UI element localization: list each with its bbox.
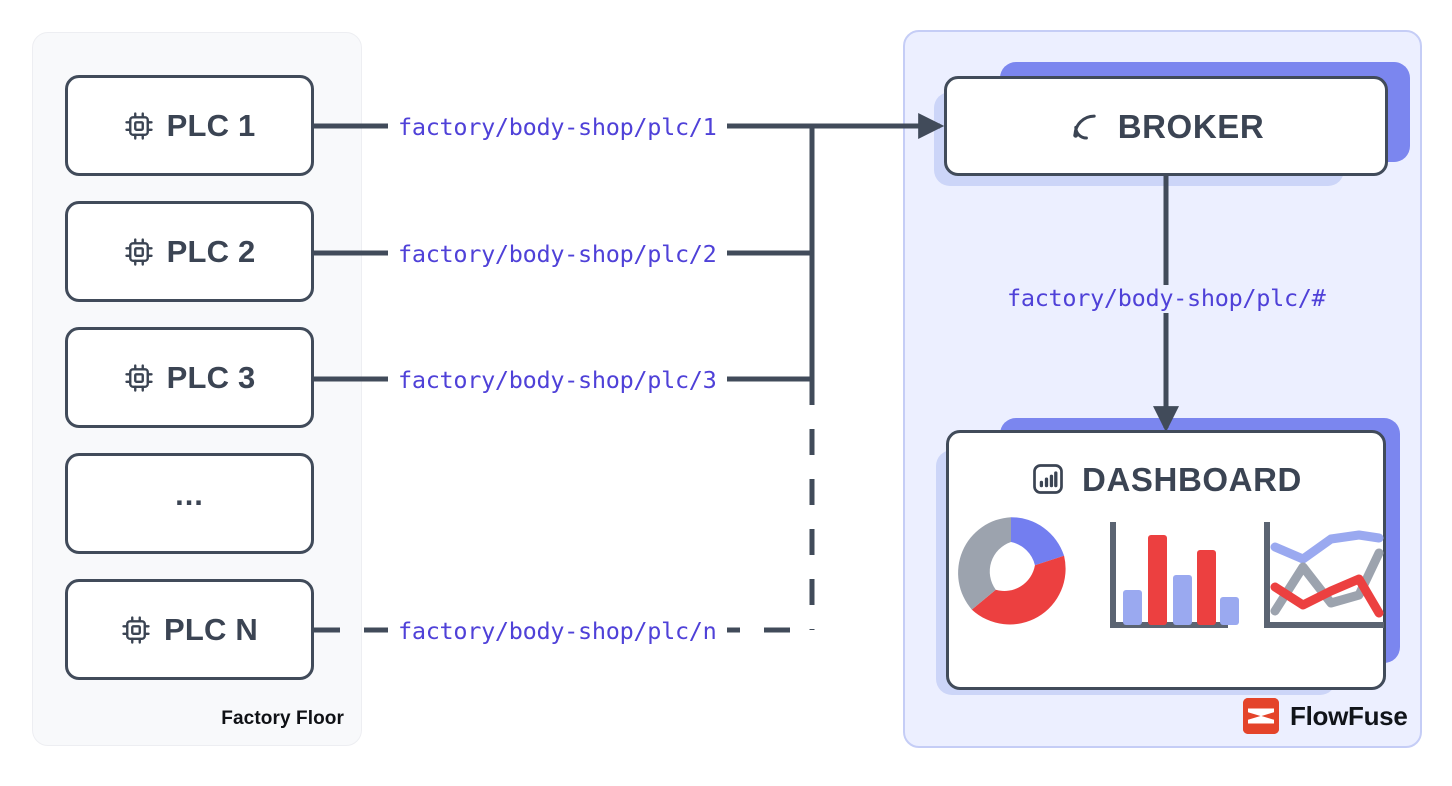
- flowfuse-logo-icon: [1243, 698, 1279, 734]
- factory-floor-caption: Factory Floor: [221, 708, 344, 729]
- donut-slice-red: [971, 555, 1066, 625]
- plc-card-content: PLC 1: [124, 110, 256, 141]
- plc-card-ellipsis[interactable]: ...: [65, 453, 314, 554]
- bar-5: [1220, 597, 1239, 625]
- donut-slice-blue: [1011, 517, 1065, 566]
- line-chart-widget: [1264, 522, 1384, 628]
- plc-card-2[interactable]: PLC 2: [65, 201, 314, 302]
- line-chart-axes: [1264, 522, 1384, 628]
- plc-card-content: PLC N: [121, 614, 258, 645]
- plc-label: PLC 3: [166, 360, 256, 395]
- topic-label-plc-2: factory/body-shop/plc/2: [388, 241, 727, 269]
- broker-card[interactable]: BROKER: [944, 76, 1388, 176]
- dashboard-label: DASHBOARD: [1082, 460, 1302, 498]
- dashboard-card-header: DASHBOARD: [1030, 461, 1302, 497]
- plc-card-n[interactable]: PLC N: [65, 579, 314, 680]
- topic-label-plc-3: factory/body-shop/plc/3: [388, 367, 727, 395]
- flowfuse-wordmark: FlowFuse: [1290, 701, 1408, 731]
- plc-label: PLC N: [164, 612, 258, 647]
- line-series-red: [1270, 574, 1384, 618]
- donut-slice-gray: [958, 517, 1011, 610]
- cpu-chip-icon: [124, 111, 154, 141]
- broker-card-content: BROKER: [1068, 109, 1265, 143]
- topic-label-plc-1: factory/body-shop/plc/1: [388, 114, 727, 142]
- plc-card-content: PLC 3: [124, 362, 256, 393]
- bar-2: [1148, 535, 1167, 625]
- donut-chart-widget: [958, 517, 1066, 625]
- bar-1: [1123, 590, 1142, 625]
- plc-label: PLC 2: [166, 234, 256, 269]
- topic-label-subscribe: factory/body-shop/plc/#: [997, 285, 1336, 313]
- bar-chart-widget: [1110, 522, 1239, 628]
- cpu-chip-icon: [124, 237, 154, 267]
- broadcast-signal-icon: [1068, 109, 1102, 143]
- bar-4: [1197, 550, 1216, 625]
- cpu-chip-icon: [124, 363, 154, 393]
- line-series-gray: [1270, 548, 1384, 616]
- topic-label-plc-n: factory/body-shop/plc/n: [388, 618, 727, 646]
- plc-card-3[interactable]: PLC 3: [65, 327, 314, 428]
- bar-chart-box-icon: [1030, 461, 1066, 497]
- plc-card-content: PLC 2: [124, 236, 256, 267]
- flowfuse-brand: FlowFuse: [1243, 698, 1408, 734]
- plc-label: PLC 1: [166, 108, 256, 143]
- bar-3: [1173, 575, 1192, 625]
- plc-card-1[interactable]: PLC 1: [65, 75, 314, 176]
- dashboard-card[interactable]: DASHBOARD: [946, 430, 1386, 690]
- ellipsis-label: ...: [175, 477, 204, 512]
- dashboard-widgets: [949, 511, 1384, 635]
- cpu-chip-icon: [121, 615, 151, 645]
- broker-label: BROKER: [1117, 107, 1265, 145]
- line-series-blue: [1270, 530, 1384, 564]
